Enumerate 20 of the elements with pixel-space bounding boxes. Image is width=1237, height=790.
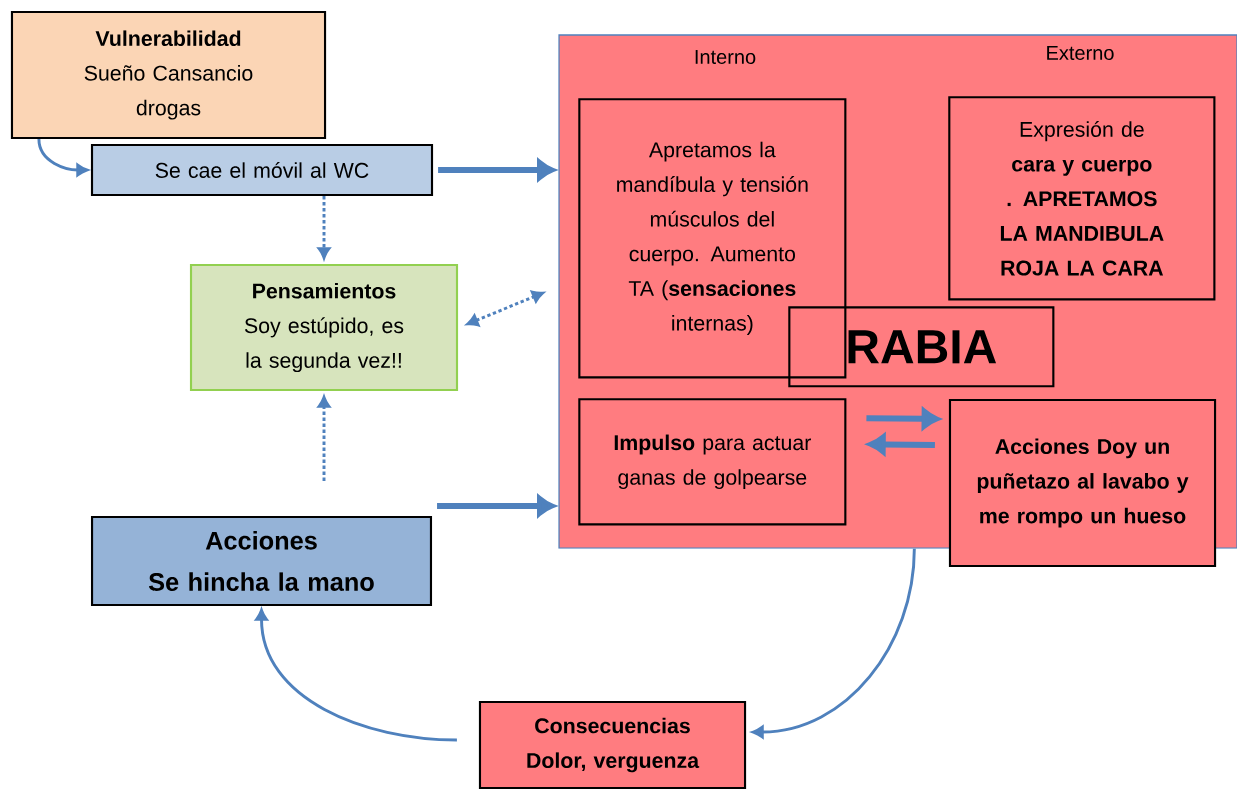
process-box: Consecuencias Dolor, verguenza <box>478 700 747 790</box>
process-box: Vulnerabilidad Sueño Cansancio drogas <box>10 10 327 140</box>
arrow <box>317 196 331 260</box>
process-box: Expresión de cara y cuerpo . APRETAMOS LA MANDIBULA ROJA LA CARA <box>948 96 1216 301</box>
process-box: Acciones Se hincha la mano <box>90 515 433 607</box>
process-box: RABIA <box>788 306 1055 388</box>
process-box: Apretamos la mandíbula y tensión músculos del cuerpo. Aumento TA (sensaciones internas) <box>578 98 847 379</box>
process-box: Acciones Doy un puñetazo al lavabo y me rompo un hueso <box>948 398 1217 568</box>
arrow <box>867 434 935 455</box>
arrow <box>317 395 331 481</box>
process-box: Se cae el móvil al WC <box>90 143 434 197</box>
panel-heading: Interno <box>695 50 756 64</box>
arrow <box>751 548 916 739</box>
process-box: Impulso para actuar ganas de golpearse <box>578 398 847 526</box>
arrow <box>37 138 89 177</box>
arrow <box>466 290 544 327</box>
panel-heading: Externo <box>1047 46 1114 60</box>
process-box: Pensamientos Soy estúpido, es la segunda vez!! <box>189 263 459 392</box>
arrow <box>866 408 940 430</box>
arrow <box>255 608 457 742</box>
